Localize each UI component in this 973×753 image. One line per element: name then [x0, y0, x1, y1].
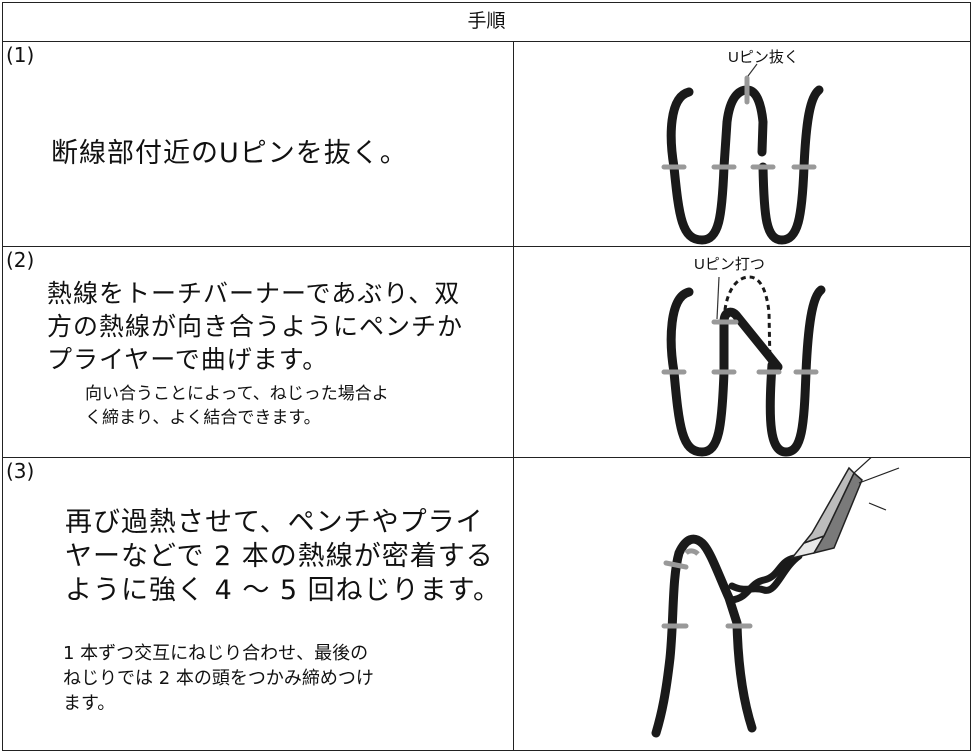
figure-label: Uピン打つ [694, 256, 765, 273]
step-figure-twist-wires [514, 458, 970, 750]
column-divider [513, 41, 514, 750]
step-row-1: (1) 断線部付近のUピンを抜く。 Uピン抜く [3, 42, 970, 247]
step-instruction: 熱線をトーチバーナーであぶり、双 方の熱線が向き合うようにペンチか プライヤーで… [47, 279, 464, 374]
step-number: (1) [6, 43, 35, 67]
step-row-2: (2) 熱線をトーチバーナーであぶり、双 方の熱線が向き合うようにペンチか プラ… [3, 247, 970, 458]
step-number: (2) [6, 248, 35, 272]
step-number: (3) [6, 459, 35, 483]
step-row-3: (3) 再び過熱させて、ペンチやプライ ヤーなどで 2 本の熱線が密着する よう… [3, 458, 970, 750]
step-instruction: 断線部付近のUピンを抜く。 [51, 138, 408, 169]
pliers-illustration [790, 458, 900, 560]
header-title: 手順 [467, 10, 506, 32]
step-instruction: 再び過熱させて、ペンチやプライ ヤーなどで 2 本の熱線が密着する ように強く … [65, 507, 501, 606]
step-note: 1 本ずつ交互にねじり合わせ、最後の ねじりでは 2 本の頭をつかみ締めつけ ま… [63, 643, 374, 714]
figure-label: Uピン抜く [728, 49, 799, 66]
step-note: 向い合うことによって、ねじった場合よ く締まり、よく結合できます。 [85, 384, 389, 428]
table-header: 手順 [3, 3, 970, 42]
step-figure-remove-pin: Uピン抜く [514, 42, 970, 246]
step-figure-bend-wires: Uピン打つ [514, 247, 970, 457]
